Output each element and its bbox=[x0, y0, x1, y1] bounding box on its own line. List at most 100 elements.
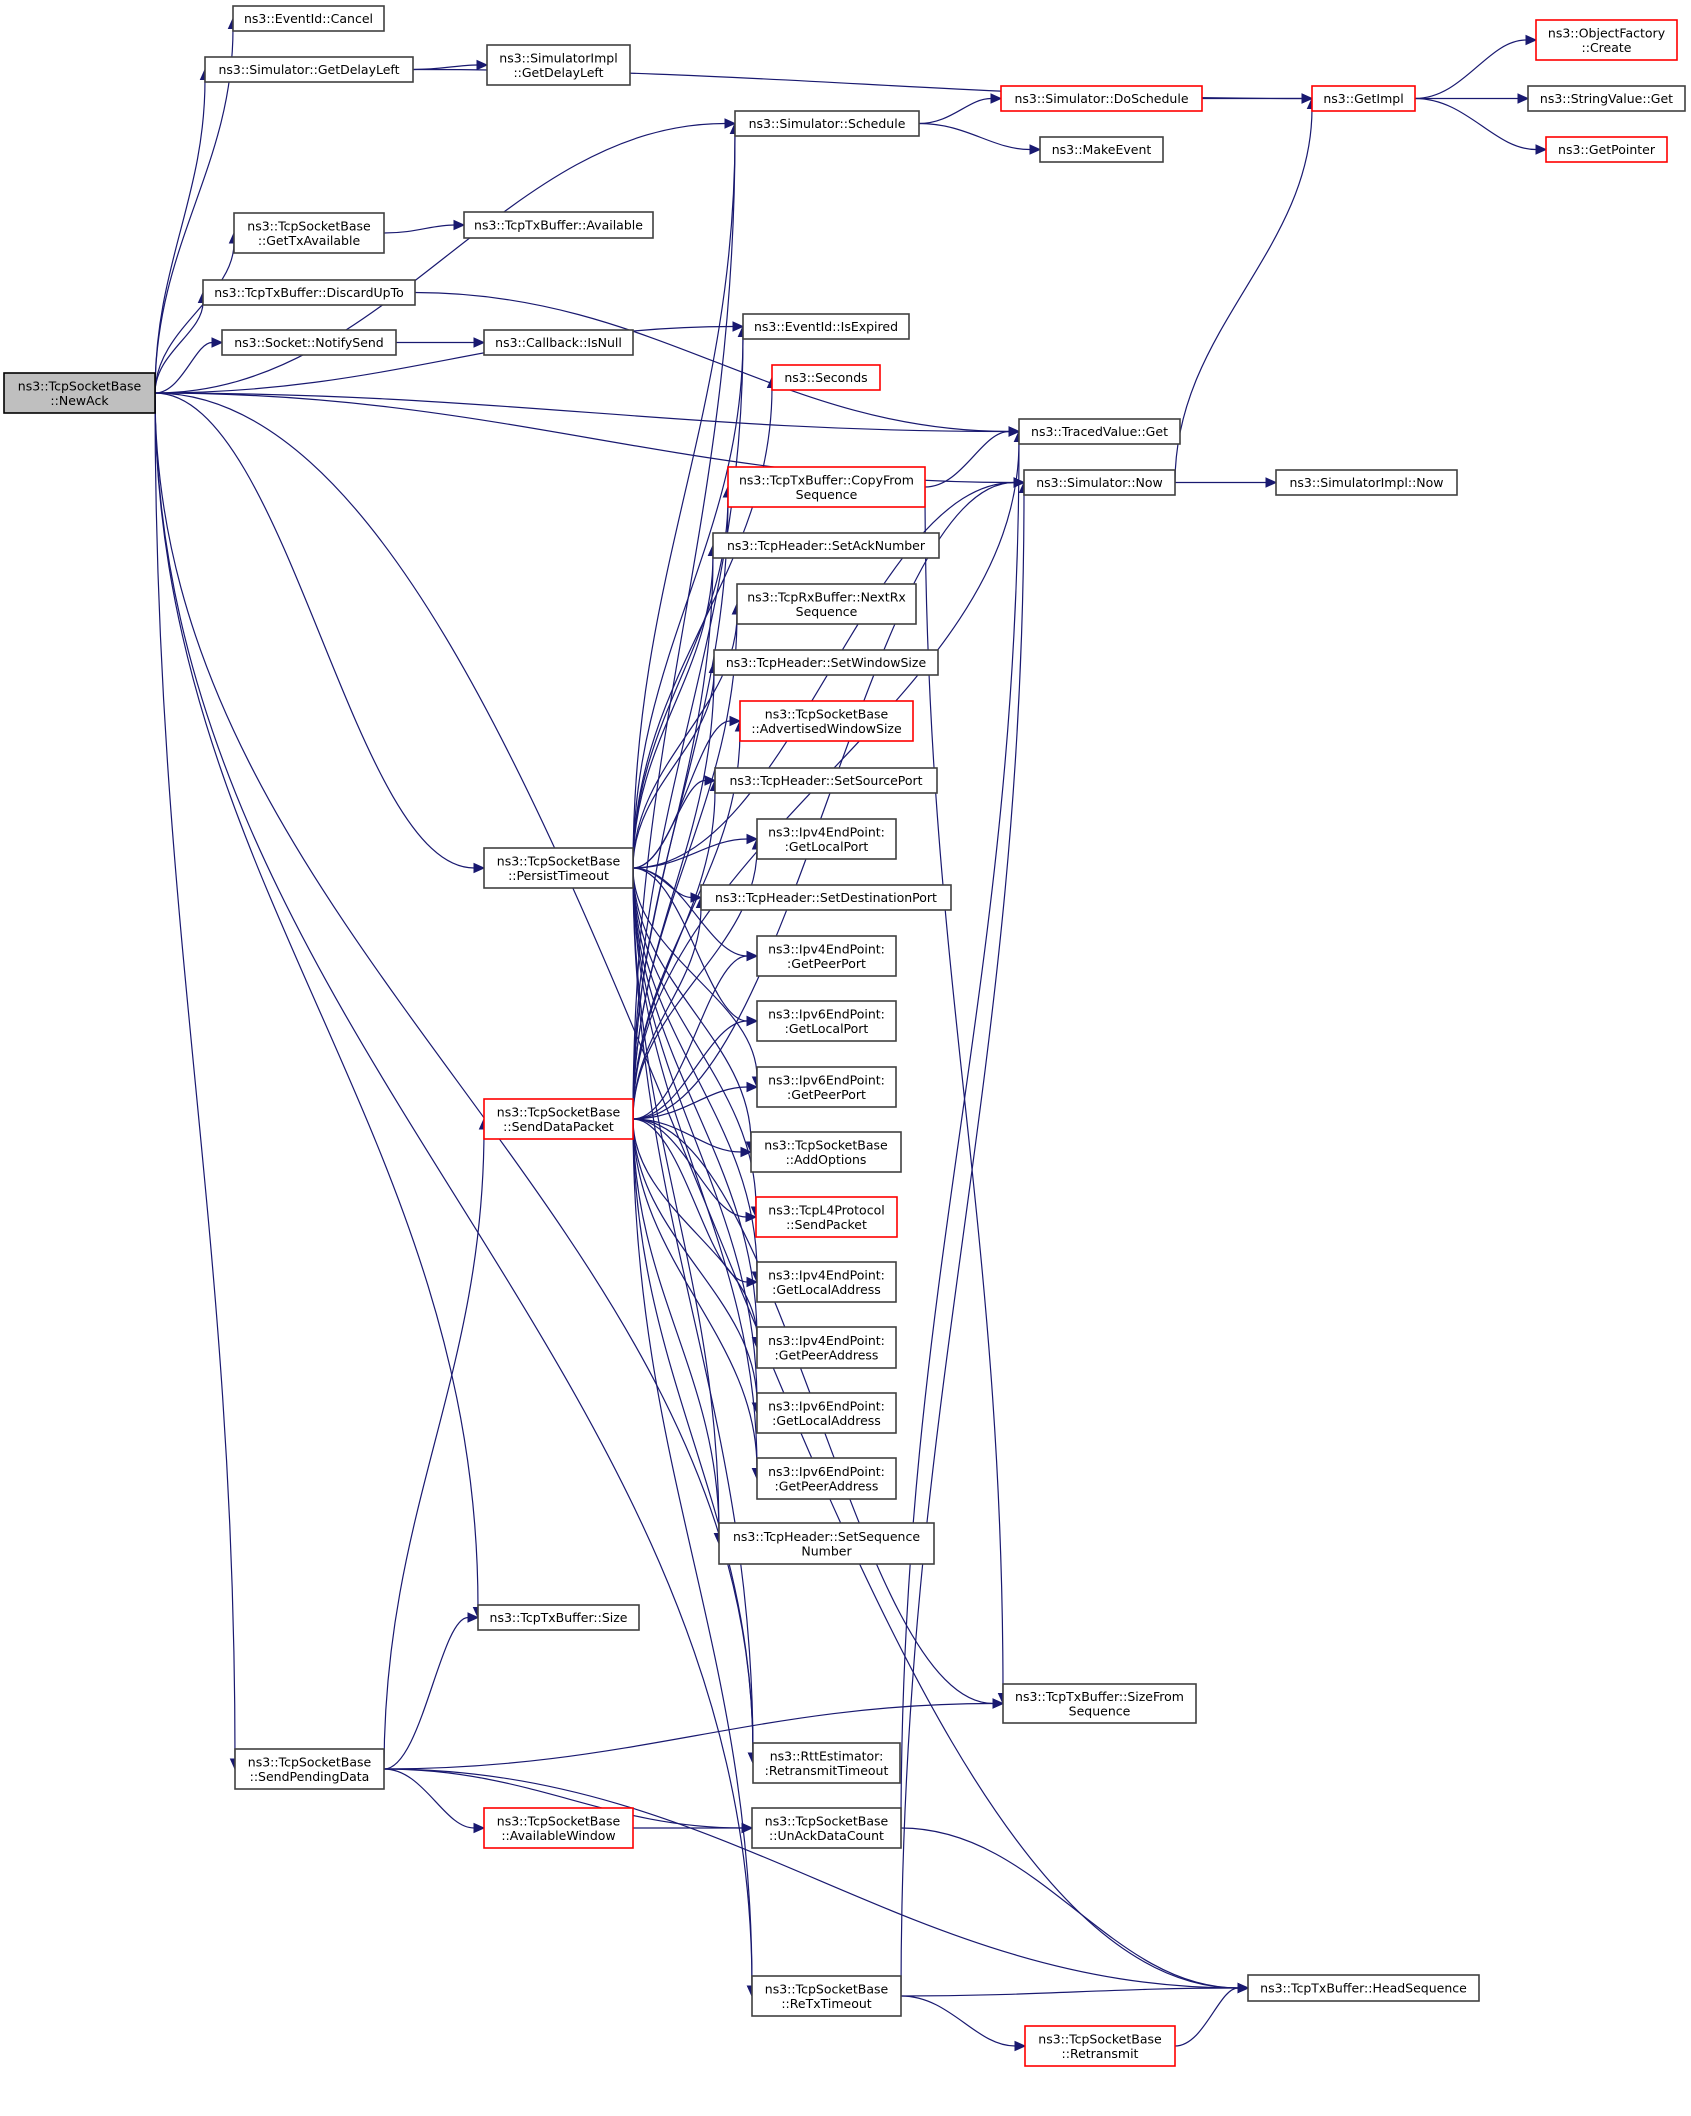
node-box[interactable] bbox=[1247, 1974, 1480, 2002]
node-notifysend[interactable]: ns3::Socket::NotifySend bbox=[221, 329, 397, 356]
node-sim-schedule[interactable]: ns3::Simulator::Schedule bbox=[734, 110, 920, 137]
node-box[interactable] bbox=[718, 1522, 935, 1565]
node-simimpl-getdelayleft[interactable]: ns3::SimulatorImpl::GetDelayLeft bbox=[486, 44, 631, 86]
node-box[interactable] bbox=[756, 1066, 897, 1108]
node-box[interactable] bbox=[1545, 136, 1668, 163]
node-box[interactable] bbox=[483, 1098, 634, 1140]
node-box[interactable] bbox=[463, 211, 654, 239]
node-box[interactable] bbox=[734, 110, 920, 137]
node-simimpl-now[interactable]: ns3::SimulatorImpl::Now bbox=[1275, 469, 1458, 496]
node-box[interactable] bbox=[756, 935, 897, 977]
node-box[interactable] bbox=[486, 44, 631, 86]
node-box[interactable] bbox=[771, 364, 881, 391]
node-box[interactable] bbox=[483, 329, 634, 356]
node-unackdatacount[interactable]: ns3::TcpSocketBase::UnAckDataCount bbox=[751, 1807, 902, 1849]
node-box[interactable] bbox=[1535, 19, 1678, 61]
node-sim-now[interactable]: ns3::Simulator::Now bbox=[1023, 469, 1176, 496]
node-box[interactable] bbox=[727, 466, 926, 508]
node-box[interactable] bbox=[1311, 85, 1416, 112]
node-box[interactable] bbox=[483, 847, 634, 889]
node-tracedvalue-get[interactable]: ns3::TracedValue::Get bbox=[1018, 418, 1181, 445]
node-box[interactable] bbox=[712, 532, 940, 559]
node-retransmit[interactable]: ns3::TcpSocketBase::Retransmit bbox=[1024, 2025, 1176, 2067]
node-box[interactable] bbox=[756, 818, 897, 860]
node-box[interactable] bbox=[1039, 136, 1164, 163]
node-addoptions[interactable]: ns3::TcpSocketBase::AddOptions bbox=[750, 1131, 902, 1173]
node-box[interactable] bbox=[756, 1261, 897, 1303]
node-setsourceport[interactable]: ns3::TcpHeader::SetSourcePort bbox=[714, 767, 938, 794]
node-box[interactable] bbox=[756, 1326, 897, 1369]
node-box[interactable] bbox=[700, 884, 952, 911]
node-box[interactable] bbox=[3, 372, 156, 414]
node-txbuffer-available[interactable]: ns3::TcpTxBuffer::Available bbox=[463, 211, 654, 239]
node-box[interactable] bbox=[756, 1392, 897, 1434]
node-setacknumber[interactable]: ns3::TcpHeader::SetAckNumber bbox=[712, 532, 940, 559]
node-box[interactable] bbox=[1275, 469, 1458, 496]
node-box[interactable] bbox=[221, 329, 397, 356]
node-callback-isnull[interactable]: ns3::Callback::IsNull bbox=[483, 329, 634, 356]
node-box[interactable] bbox=[750, 1131, 902, 1173]
node-ipv4-getlocalport[interactable]: ns3::Ipv4EndPoint::GetLocalPort bbox=[756, 818, 897, 860]
node-ipv4-getpeeraddress[interactable]: ns3::Ipv4EndPoint::GetPeerAddress bbox=[756, 1326, 897, 1369]
node-box[interactable] bbox=[1527, 85, 1686, 112]
node-box[interactable] bbox=[751, 1975, 902, 2017]
node-availablewindow[interactable]: ns3::TcpSocketBase::AvailableWindow bbox=[483, 1807, 634, 1849]
node-box[interactable] bbox=[742, 313, 910, 340]
node-getpointer[interactable]: ns3::GetPointer bbox=[1545, 136, 1668, 163]
node-eventid-isexpired[interactable]: ns3::EventId::IsExpired bbox=[742, 313, 910, 340]
node-box[interactable] bbox=[713, 649, 939, 676]
node-makeevent[interactable]: ns3::MakeEvent bbox=[1039, 136, 1164, 163]
node-ipv6-getpeeraddress[interactable]: ns3::Ipv6EndPoint::GetPeerAddress bbox=[756, 1457, 897, 1500]
node-newack[interactable]: ns3::TcpSocketBase::NewAck bbox=[3, 372, 156, 414]
node-box[interactable] bbox=[204, 56, 414, 83]
node-sim-getdelayleft[interactable]: ns3::Simulator::GetDelayLeft bbox=[204, 56, 414, 83]
node-l4-sendpacket[interactable]: ns3::TcpL4Protocol::SendPacket bbox=[755, 1196, 898, 1238]
node-box[interactable] bbox=[1018, 418, 1181, 445]
node-stringvalue-get[interactable]: ns3::StringValue::Get bbox=[1527, 85, 1686, 112]
node-box[interactable] bbox=[751, 1807, 902, 1849]
node-box[interactable] bbox=[714, 767, 938, 794]
node-box[interactable] bbox=[755, 1196, 898, 1238]
node-box[interactable] bbox=[1002, 1683, 1197, 1724]
node-setwindowsize[interactable]: ns3::TcpHeader::SetWindowSize bbox=[713, 649, 939, 676]
node-eventid-cancel[interactable]: ns3::EventId::Cancel bbox=[232, 5, 385, 32]
node-box[interactable] bbox=[234, 1748, 385, 1790]
node-box[interactable] bbox=[1000, 85, 1203, 112]
node-advertisedwindowsize[interactable]: ns3::TcpSocketBase::AdvertisedWindowSize bbox=[739, 700, 914, 742]
node-box[interactable] bbox=[756, 1457, 897, 1500]
node-senddatapacket[interactable]: ns3::TcpSocketBase::SendDataPacket bbox=[483, 1098, 634, 1140]
node-box[interactable] bbox=[752, 1742, 901, 1784]
node-box[interactable] bbox=[232, 5, 385, 32]
node-box[interactable] bbox=[1023, 469, 1176, 496]
node-sim-doschedule[interactable]: ns3::Simulator::DoSchedule bbox=[1000, 85, 1203, 112]
node-box[interactable] bbox=[233, 212, 385, 254]
node-setdestinationport[interactable]: ns3::TcpHeader::SetDestinationPort bbox=[700, 884, 952, 911]
node-persisttimeout[interactable]: ns3::TcpSocketBase::PersistTimeout bbox=[483, 847, 634, 889]
node-retransmittimeout[interactable]: ns3::RttEstimator::RetransmitTimeout bbox=[752, 1742, 901, 1784]
node-box[interactable] bbox=[739, 700, 914, 742]
node-headsequence[interactable]: ns3::TcpTxBuffer::HeadSequence bbox=[1247, 1974, 1480, 2002]
node-ipv4-getlocaladdress[interactable]: ns3::Ipv4EndPoint::GetLocalAddress bbox=[756, 1261, 897, 1303]
node-ipv6-getpeerport[interactable]: ns3::Ipv6EndPoint::GetPeerPort bbox=[756, 1066, 897, 1108]
node-box[interactable] bbox=[483, 1807, 634, 1849]
node-objectfactory-create[interactable]: ns3::ObjectFactory::Create bbox=[1535, 19, 1678, 61]
node-retxtimeout[interactable]: ns3::TcpSocketBase::ReTxTimeout bbox=[751, 1975, 902, 2017]
node-box[interactable] bbox=[202, 279, 416, 306]
node-seconds[interactable]: ns3::Seconds bbox=[771, 364, 881, 391]
node-txbuffer-size[interactable]: ns3::TcpTxBuffer::Size bbox=[477, 1604, 640, 1631]
node-box[interactable] bbox=[1024, 2025, 1176, 2067]
node-box[interactable] bbox=[756, 1000, 897, 1042]
node-ipv6-getlocalport[interactable]: ns3::Ipv6EndPoint::GetLocalPort bbox=[756, 1000, 897, 1042]
node-gettxavailable[interactable]: ns3::TcpSocketBase::GetTxAvailable bbox=[233, 212, 385, 254]
node-box[interactable] bbox=[477, 1604, 640, 1631]
node-box[interactable] bbox=[736, 583, 917, 625]
node-sendpendingdata[interactable]: ns3::TcpSocketBase::SendPendingData bbox=[234, 1748, 385, 1790]
node-ipv6-getlocaladdress[interactable]: ns3::Ipv6EndPoint::GetLocalAddress bbox=[756, 1392, 897, 1434]
node-discardupto[interactable]: ns3::TcpTxBuffer::DiscardUpTo bbox=[202, 279, 416, 306]
node-getimpl[interactable]: ns3::GetImpl bbox=[1311, 85, 1416, 112]
node-ipv4-getpeerport[interactable]: ns3::Ipv4EndPoint::GetPeerPort bbox=[756, 935, 897, 977]
